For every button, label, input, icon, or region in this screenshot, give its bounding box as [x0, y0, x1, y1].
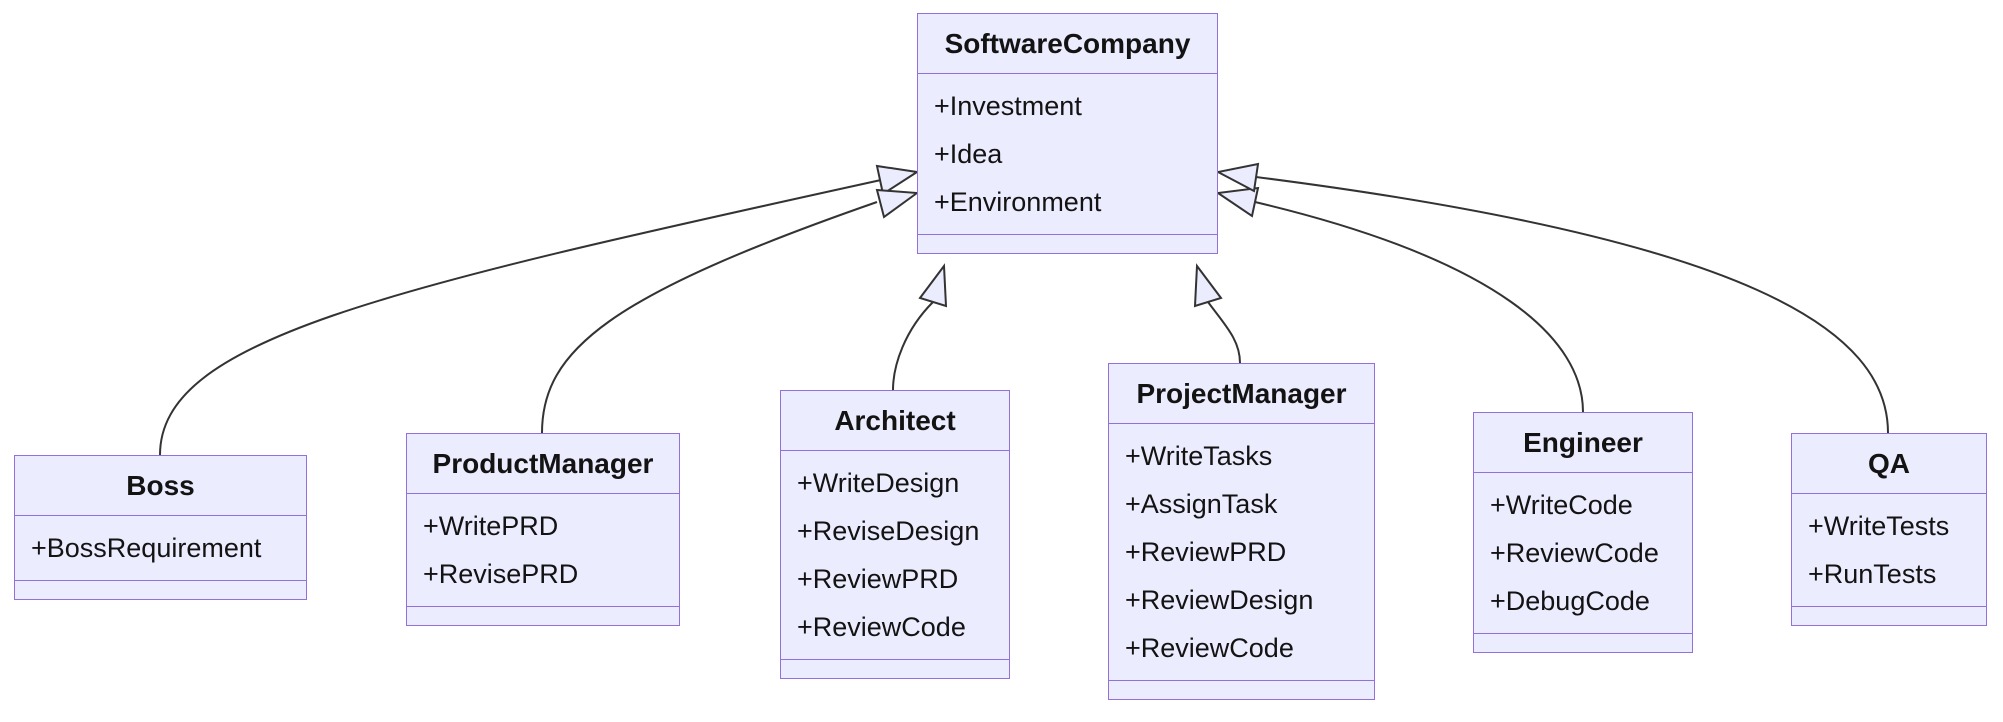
class-member: +RunTests — [1808, 559, 1937, 589]
methods-section — [1109, 681, 1374, 699]
class-member: +ReviewCode — [1490, 538, 1659, 568]
class-member: +WriteCode — [1490, 490, 1633, 520]
class-member: +ReviewCode — [797, 612, 966, 642]
class-name-architect: Architect — [781, 391, 1009, 451]
methods-section — [918, 235, 1217, 253]
class-member: +DebugCode — [1490, 586, 1650, 616]
class-member: +Investment — [934, 91, 1082, 121]
class-name-productmanager: ProductManager — [407, 434, 679, 494]
class-member: +ReviewCode — [1125, 633, 1294, 663]
attributes-section: +WriteDesign +ReviseDesign +ReviewPRD +R… — [781, 451, 1009, 660]
attributes-section: +WriteTasks +AssignTask +ReviewPRD +Revi… — [1109, 424, 1374, 681]
inheritance-arrowhead-engineer — [1215, 186, 1260, 218]
attributes-section: +WriteTests +RunTests — [1792, 494, 1986, 607]
class-box-projectmanager: ProjectManager +WriteTasks +AssignTask +… — [1108, 363, 1375, 700]
inheritance-arrowhead-projectmanager — [1193, 263, 1223, 308]
class-member: +RevisePRD — [423, 559, 579, 589]
inheritance-arrowhead-qa — [1215, 162, 1260, 193]
class-box-engineer: Engineer +WriteCode +ReviewCode +DebugCo… — [1473, 412, 1693, 653]
class-box-architect: Architect +WriteDesign +ReviseDesign +Re… — [780, 390, 1010, 679]
methods-section — [781, 660, 1009, 678]
class-member: +ReviewPRD — [797, 564, 959, 594]
class-box-boss: Boss +BossRequirement — [14, 455, 307, 600]
inheritance-edge-architect — [892, 301, 934, 391]
inheritance-edge-productmanager — [541, 201, 878, 434]
class-member: +ReviewDesign — [1125, 585, 1314, 615]
class-member: +Environment — [934, 187, 1102, 217]
attributes-section: +WritePRD +RevisePRD — [407, 494, 679, 607]
inheritance-edge-qa — [1255, 176, 1889, 434]
inheritance-edge-engineer — [1254, 201, 1584, 413]
class-member: +WritePRD — [423, 511, 559, 541]
class-name-boss: Boss — [15, 456, 306, 516]
attributes-section: +Investment +Idea +Environment — [918, 74, 1217, 235]
inheritance-arrowhead-boss — [875, 164, 920, 196]
class-box-softwarecompany: SoftwareCompany +Investment +Idea +Envir… — [917, 13, 1218, 254]
class-member: +BossRequirement — [31, 533, 262, 563]
inheritance-arrowhead-architect — [918, 263, 948, 308]
methods-section — [1792, 607, 1986, 625]
class-name-softwarecompany: SoftwareCompany — [918, 14, 1217, 74]
class-member: +ReviseDesign — [797, 516, 980, 546]
methods-section — [407, 607, 679, 625]
class-box-productmanager: ProductManager +WritePRD +RevisePRD — [406, 433, 680, 626]
class-member: +Idea — [934, 139, 1003, 169]
class-member: +AssignTask — [1125, 489, 1278, 519]
inheritance-arrowhead-productmanager — [875, 188, 920, 219]
class-member: +WriteDesign — [797, 468, 960, 498]
class-member: +ReviewPRD — [1125, 537, 1287, 567]
methods-section — [1474, 634, 1692, 652]
inheritance-edge-boss — [159, 179, 882, 456]
class-name-engineer: Engineer — [1474, 413, 1692, 473]
class-name-qa: QA — [1792, 434, 1986, 494]
attributes-section: +WriteCode +ReviewCode +DebugCode — [1474, 473, 1692, 634]
methods-section — [15, 581, 306, 599]
class-member: +WriteTests — [1808, 511, 1950, 541]
inheritance-edge-projectmanager — [1207, 301, 1241, 364]
class-member: +WriteTasks — [1125, 441, 1273, 471]
class-box-qa: QA +WriteTests +RunTests — [1791, 433, 1987, 626]
class-name-projectmanager: ProjectManager — [1109, 364, 1374, 424]
attributes-section: +BossRequirement — [15, 516, 306, 581]
